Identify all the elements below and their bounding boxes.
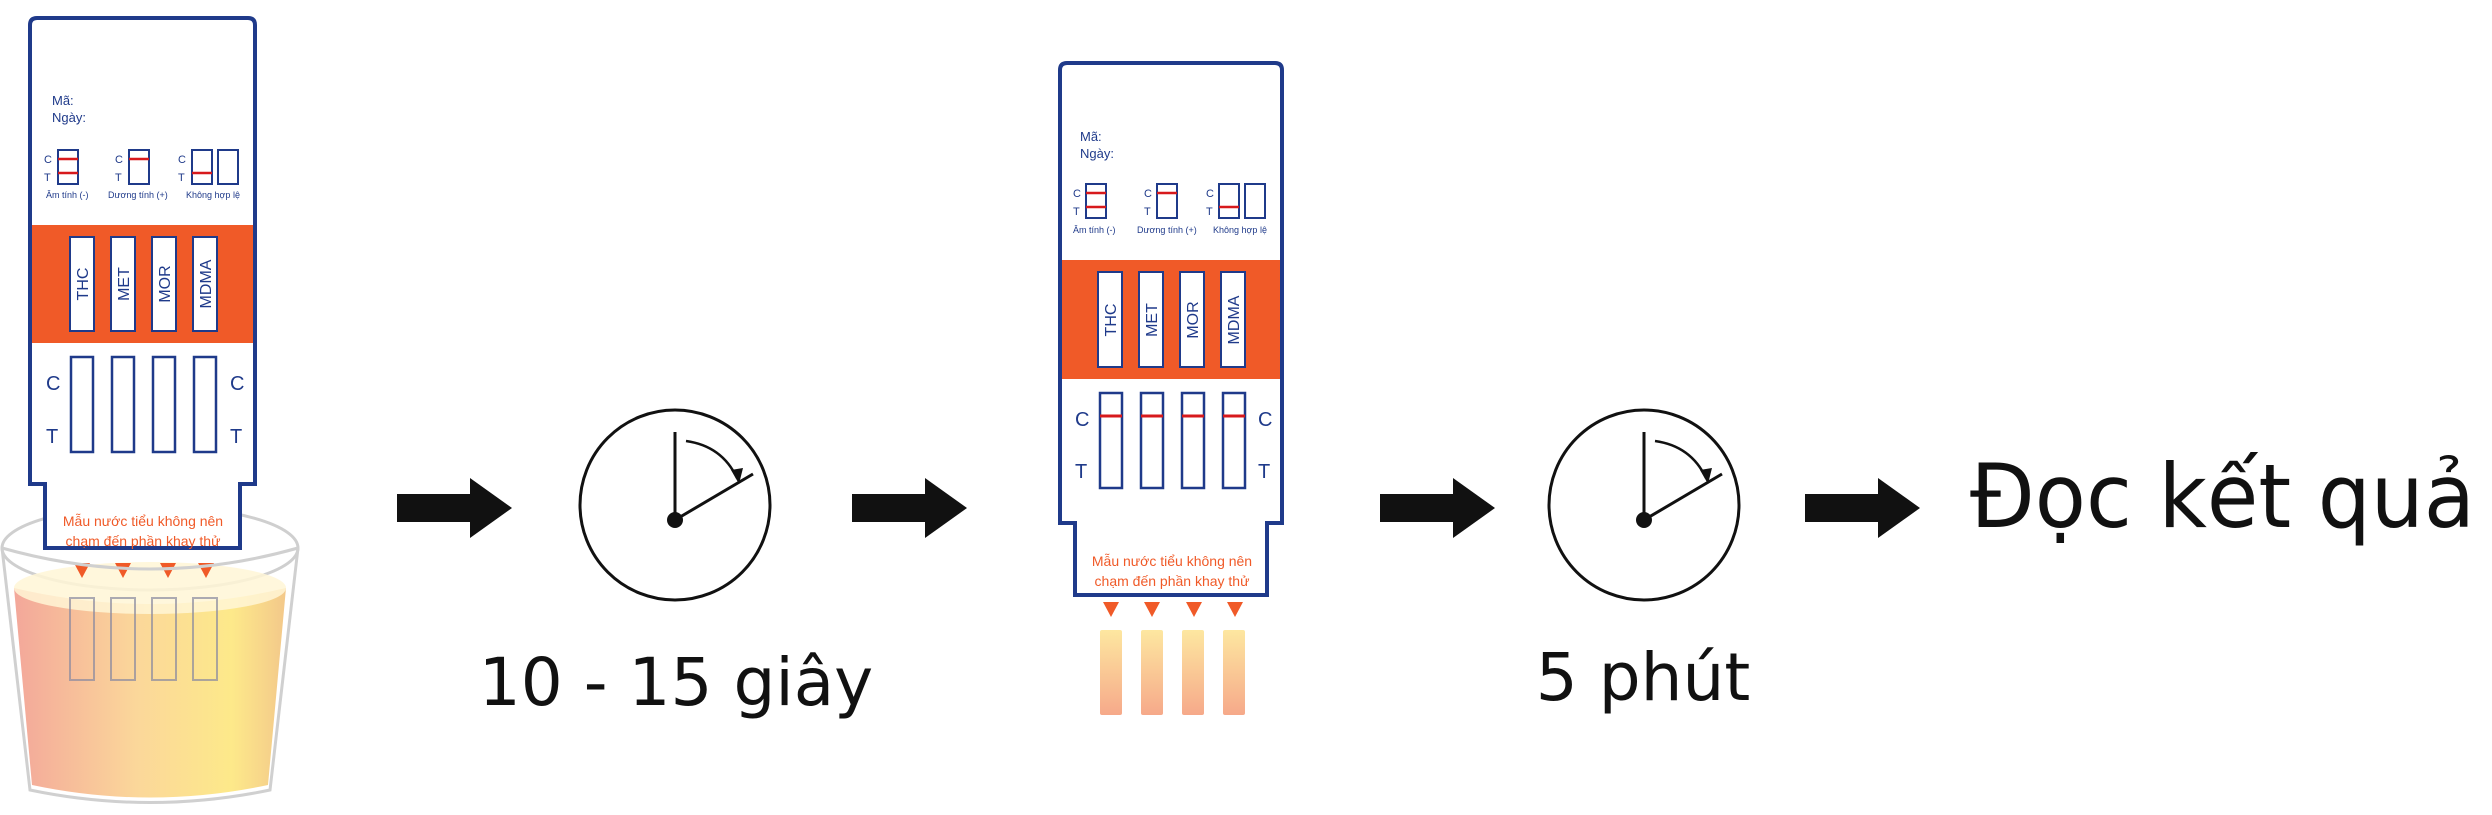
card-1-warning-line1: Mẫu nước tiểu không nên — [63, 513, 223, 529]
card-2-result-windows: C T C T — [1075, 391, 1272, 490]
legend-positive: Dương tính (+) — [1137, 225, 1197, 235]
window-c-left: C — [46, 373, 60, 395]
test-card-in-cup: Mã: Ngày: C T Âm tính (-) C T Dương tính… — [0, 16, 300, 804]
arrow-right-icon — [1380, 478, 1495, 538]
legend-c: C — [115, 154, 123, 166]
legend-c: C — [1206, 188, 1214, 200]
step2-time-label: 5 phút — [1536, 639, 1750, 716]
cup-wall — [0, 547, 300, 804]
drug-label-thc: THC — [1103, 304, 1120, 337]
legend-c: C — [44, 154, 52, 166]
card-2-warning-line1: Mẫu nước tiểu không nên — [1092, 553, 1252, 569]
legend-t: T — [115, 172, 122, 184]
legend-t: T — [1206, 206, 1213, 218]
card-2-code-label: Mã: — [1080, 129, 1102, 144]
drug-label-mdma: MDMA — [1226, 295, 1243, 344]
card-1-legend: C T Âm tính (-) C T Dương tính (+) C T K… — [44, 149, 240, 200]
card-2-drug-labels: THC MET MOR MDMA — [1097, 271, 1246, 368]
card-1-sticks — [69, 597, 218, 681]
legend-negative: Âm tính (-) — [46, 190, 89, 200]
arrow-right-icon — [397, 478, 512, 538]
window-c-right: C — [1258, 409, 1272, 431]
cup-front-rim — [1, 546, 299, 571]
card-2-drug-band — [1062, 260, 1280, 379]
window-t-right: T — [1258, 461, 1270, 483]
legend-negative: Âm tính (-) — [1073, 225, 1116, 235]
urine-liquid — [14, 588, 286, 798]
card-1-drug-band — [32, 225, 253, 343]
test-card-developed: Mã: Ngày: C T Âm tính (-) C T Dương tính… — [1058, 61, 1284, 715]
window-t-left: T — [1075, 461, 1087, 483]
legend-invalid: Không hợp lệ — [1213, 225, 1267, 235]
window-c-right: C — [230, 373, 244, 395]
read-result-label: Đọc kết quả — [1970, 445, 2475, 548]
card-2-date-label: Ngày: — [1080, 146, 1114, 161]
card-1-warning-line2: chạm đến phần khay thử — [66, 533, 221, 549]
legend-invalid: Không hợp lệ — [186, 190, 240, 200]
card-1-date-label: Ngày: — [52, 110, 86, 125]
step1-time-label: 10 - 15 giây — [479, 644, 873, 721]
legend-c: C — [1073, 188, 1081, 200]
card-1-drug-labels: THC MET MOR MDMA — [69, 236, 218, 332]
window-c-left: C — [1075, 409, 1089, 431]
drug-label-met: MET — [1144, 303, 1161, 337]
window-t-right: T — [230, 426, 242, 448]
card-2-triangles — [1103, 602, 1243, 617]
legend-c: C — [1144, 188, 1152, 200]
arrow-right-icon — [852, 478, 967, 538]
card-2-legend: C T Âm tính (-) C T Dương tính (+) C T K… — [1073, 183, 1267, 235]
card-2-wet-sticks — [1100, 630, 1245, 715]
legend-t: T — [1073, 206, 1080, 218]
arrow-right-icon — [1805, 478, 1920, 538]
drug-label-thc: THC — [75, 268, 92, 301]
clock-icon — [1547, 408, 1741, 602]
legend-t: T — [44, 172, 51, 184]
legend-positive: Dương tính (+) — [108, 190, 168, 200]
card-2-warning-line2: chạm đến phần khay thử — [1095, 573, 1250, 589]
card-1-code-label: Mã: — [52, 93, 74, 108]
legend-t: T — [178, 172, 185, 184]
drug-label-met: MET — [116, 267, 133, 301]
legend-c: C — [178, 154, 186, 166]
drug-label-mor: MOR — [157, 265, 174, 302]
drug-label-mdma: MDMA — [198, 259, 215, 308]
drug-label-mor: MOR — [1185, 301, 1202, 338]
legend-t: T — [1144, 206, 1151, 218]
card-1-result-windows: C T C T — [46, 355, 244, 454]
window-t-left: T — [46, 426, 58, 448]
clock-icon — [578, 408, 772, 602]
